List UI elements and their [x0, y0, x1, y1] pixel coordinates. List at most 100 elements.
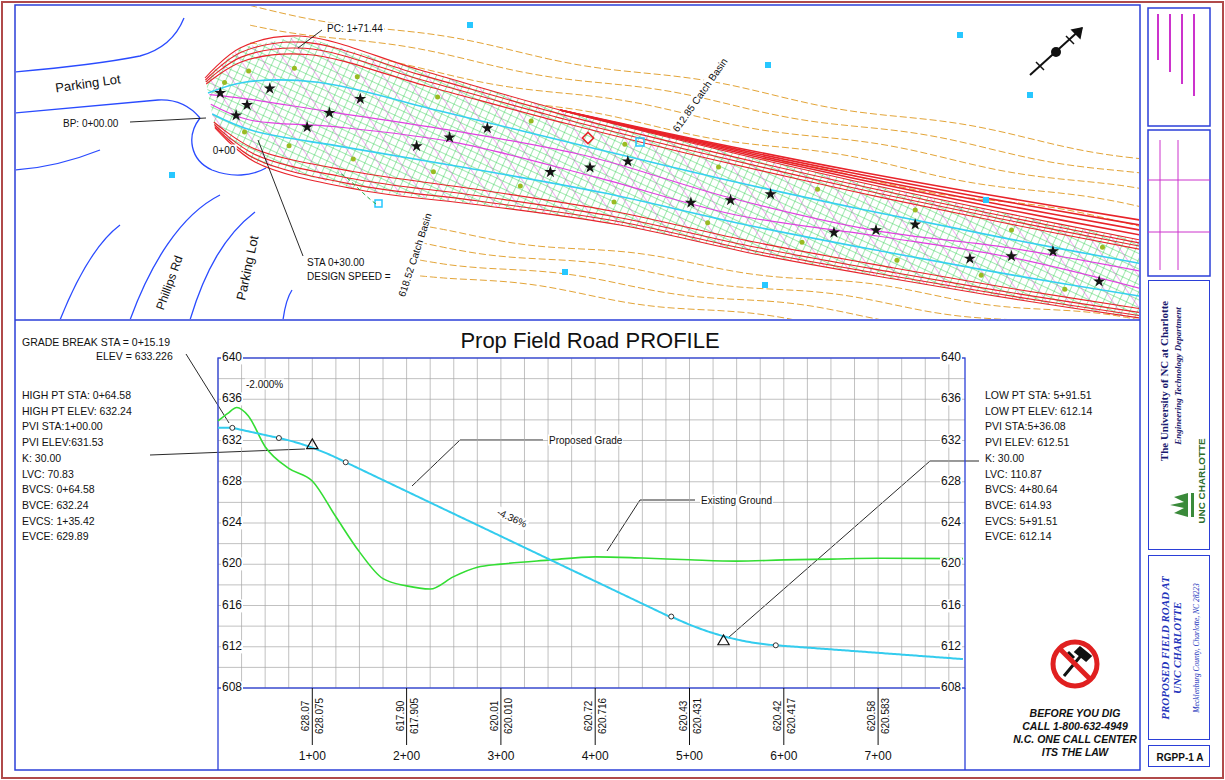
survey-point	[1027, 92, 1033, 98]
tree-symbol	[584, 161, 596, 172]
shrub-dot	[705, 220, 710, 225]
tree-symbol	[301, 121, 313, 132]
project-panel: PROPOSED FIELD ROAD AT UNC CHARLOTTEMeck…	[1148, 555, 1210, 740]
tree-symbol	[444, 131, 456, 142]
survey-point	[957, 32, 963, 38]
profile-grid	[218, 461, 965, 462]
station-tick	[689, 688, 690, 745]
profile-grid	[218, 419, 965, 420]
tree-symbol	[1047, 245, 1059, 256]
shrub-dot	[979, 273, 984, 278]
shrub-dot	[246, 68, 251, 73]
curve-data: LVC: 70.83	[22, 469, 74, 481]
curve-data: LVC: 110.87	[985, 469, 1042, 481]
tree-symbol	[685, 196, 697, 207]
elevation-axis: 608	[940, 681, 962, 694]
curve-data: K: 30.00	[985, 453, 1024, 465]
road-edge	[60, 225, 120, 319]
elevation-axis: 640	[221, 351, 243, 364]
survey-point	[562, 269, 568, 275]
curve-data: EVCS: 1+35.42	[22, 516, 95, 528]
pvi-marker	[718, 635, 729, 645]
curve-data: BVCS: 4+80.64	[985, 484, 1058, 496]
profile-grid	[218, 626, 965, 627]
shrub-dot	[1062, 287, 1067, 292]
ground-elevation: 617.905	[408, 698, 419, 734]
elevation-axis: 632	[940, 434, 962, 447]
station-label: 6+00	[770, 750, 797, 763]
ground-elevation: 620.01	[488, 701, 499, 732]
north-arrow	[1030, 28, 1082, 75]
frame-divider	[15, 319, 1140, 321]
profile-grid	[218, 584, 965, 585]
curve-data: HIGH PT STA: 0+64.58	[22, 390, 131, 402]
elevation-axis: 624	[221, 516, 243, 529]
university-logo	[1170, 493, 1194, 517]
department-name: Engineering Technology Department	[1174, 307, 1184, 445]
shrub-dot	[435, 94, 440, 99]
curve-data: LOW PT ELEV: 612.14	[985, 406, 1092, 418]
ground-elevation: 620.58	[866, 701, 877, 732]
curve-point	[230, 425, 235, 430]
station-tick	[312, 688, 313, 745]
project-location: Mecklenburg County, Charlotte, NC 28223	[1193, 583, 1201, 712]
elevation-axis: 620	[221, 558, 243, 571]
elevation-axis: 616	[940, 599, 962, 612]
catch-basin-label: 618.52 Catch Basin	[396, 211, 434, 299]
pvi-marker	[307, 439, 729, 645]
area-name: Parking Lot	[234, 233, 262, 302]
warning-text: N.C. ONE CALL CENTER	[1013, 734, 1136, 746]
revision-panel	[1148, 8, 1210, 126]
elevation-axis: 620	[940, 558, 962, 571]
slope-line	[206, 54, 1139, 249]
logo-wordmark: UNC CHARLOTTE	[1197, 438, 1208, 523]
profile-grid	[218, 358, 965, 688]
elevation-axis: 636	[940, 393, 962, 406]
dig-warning-symbol	[1053, 642, 1097, 686]
ground-elevation: 620.72	[583, 701, 594, 732]
ground-elevation: 620.583	[880, 698, 891, 734]
survey-point	[983, 197, 989, 203]
drawing-frame	[15, 5, 1140, 770]
tree-symbol	[411, 140, 423, 151]
north-arrow	[1036, 28, 1082, 70]
warning-text: BEFORE YOU DIG	[1030, 708, 1121, 720]
station-tick	[878, 688, 879, 745]
proposed-grade-line	[218, 428, 963, 659]
shrub-dot	[222, 66, 1105, 292]
catch-basin-symbol	[582, 132, 593, 143]
slope-hatch	[205, 36, 1139, 318]
tree-symbol	[241, 99, 253, 110]
grading-grid	[205, 36, 1139, 318]
grade-break-note: GRADE BREAK STA = 0+15.19	[22, 337, 170, 349]
profile-grid	[218, 564, 965, 565]
road-edge	[16, 150, 100, 170]
ground-elevation: 620.42	[771, 701, 782, 732]
curve-point	[669, 614, 674, 619]
slope-line	[205, 36, 1139, 240]
tree-symbol	[323, 107, 335, 118]
grading-plan	[16, 6, 1139, 319]
elevation-axis: 608	[221, 681, 243, 694]
road-edge	[16, 100, 200, 118]
north-arrow	[1051, 47, 1061, 57]
ground-elevation: 620.716	[597, 698, 608, 734]
sheet-number: RGPP-1 A	[1157, 752, 1204, 763]
curve-data: EVCE: 629.89	[22, 532, 89, 544]
fill-slope-line	[560, 110, 1139, 225]
elevation-axis: 628	[221, 475, 243, 488]
institution-name: The University of NC at Charlotte	[1158, 301, 1170, 461]
survey-point	[467, 22, 473, 28]
ground-elevation: 620.43	[677, 701, 688, 732]
road-edge	[130, 195, 220, 319]
curve-point-label: PC: 1+71.44	[326, 23, 384, 34]
shrub-dot	[431, 169, 436, 174]
ground-elevation: 628.075	[314, 698, 325, 734]
tree-symbol	[1093, 275, 1105, 286]
shrub-dot	[355, 74, 360, 79]
curve-point	[773, 643, 778, 648]
slope-line	[214, 122, 1139, 309]
profile-chart	[218, 358, 965, 770]
